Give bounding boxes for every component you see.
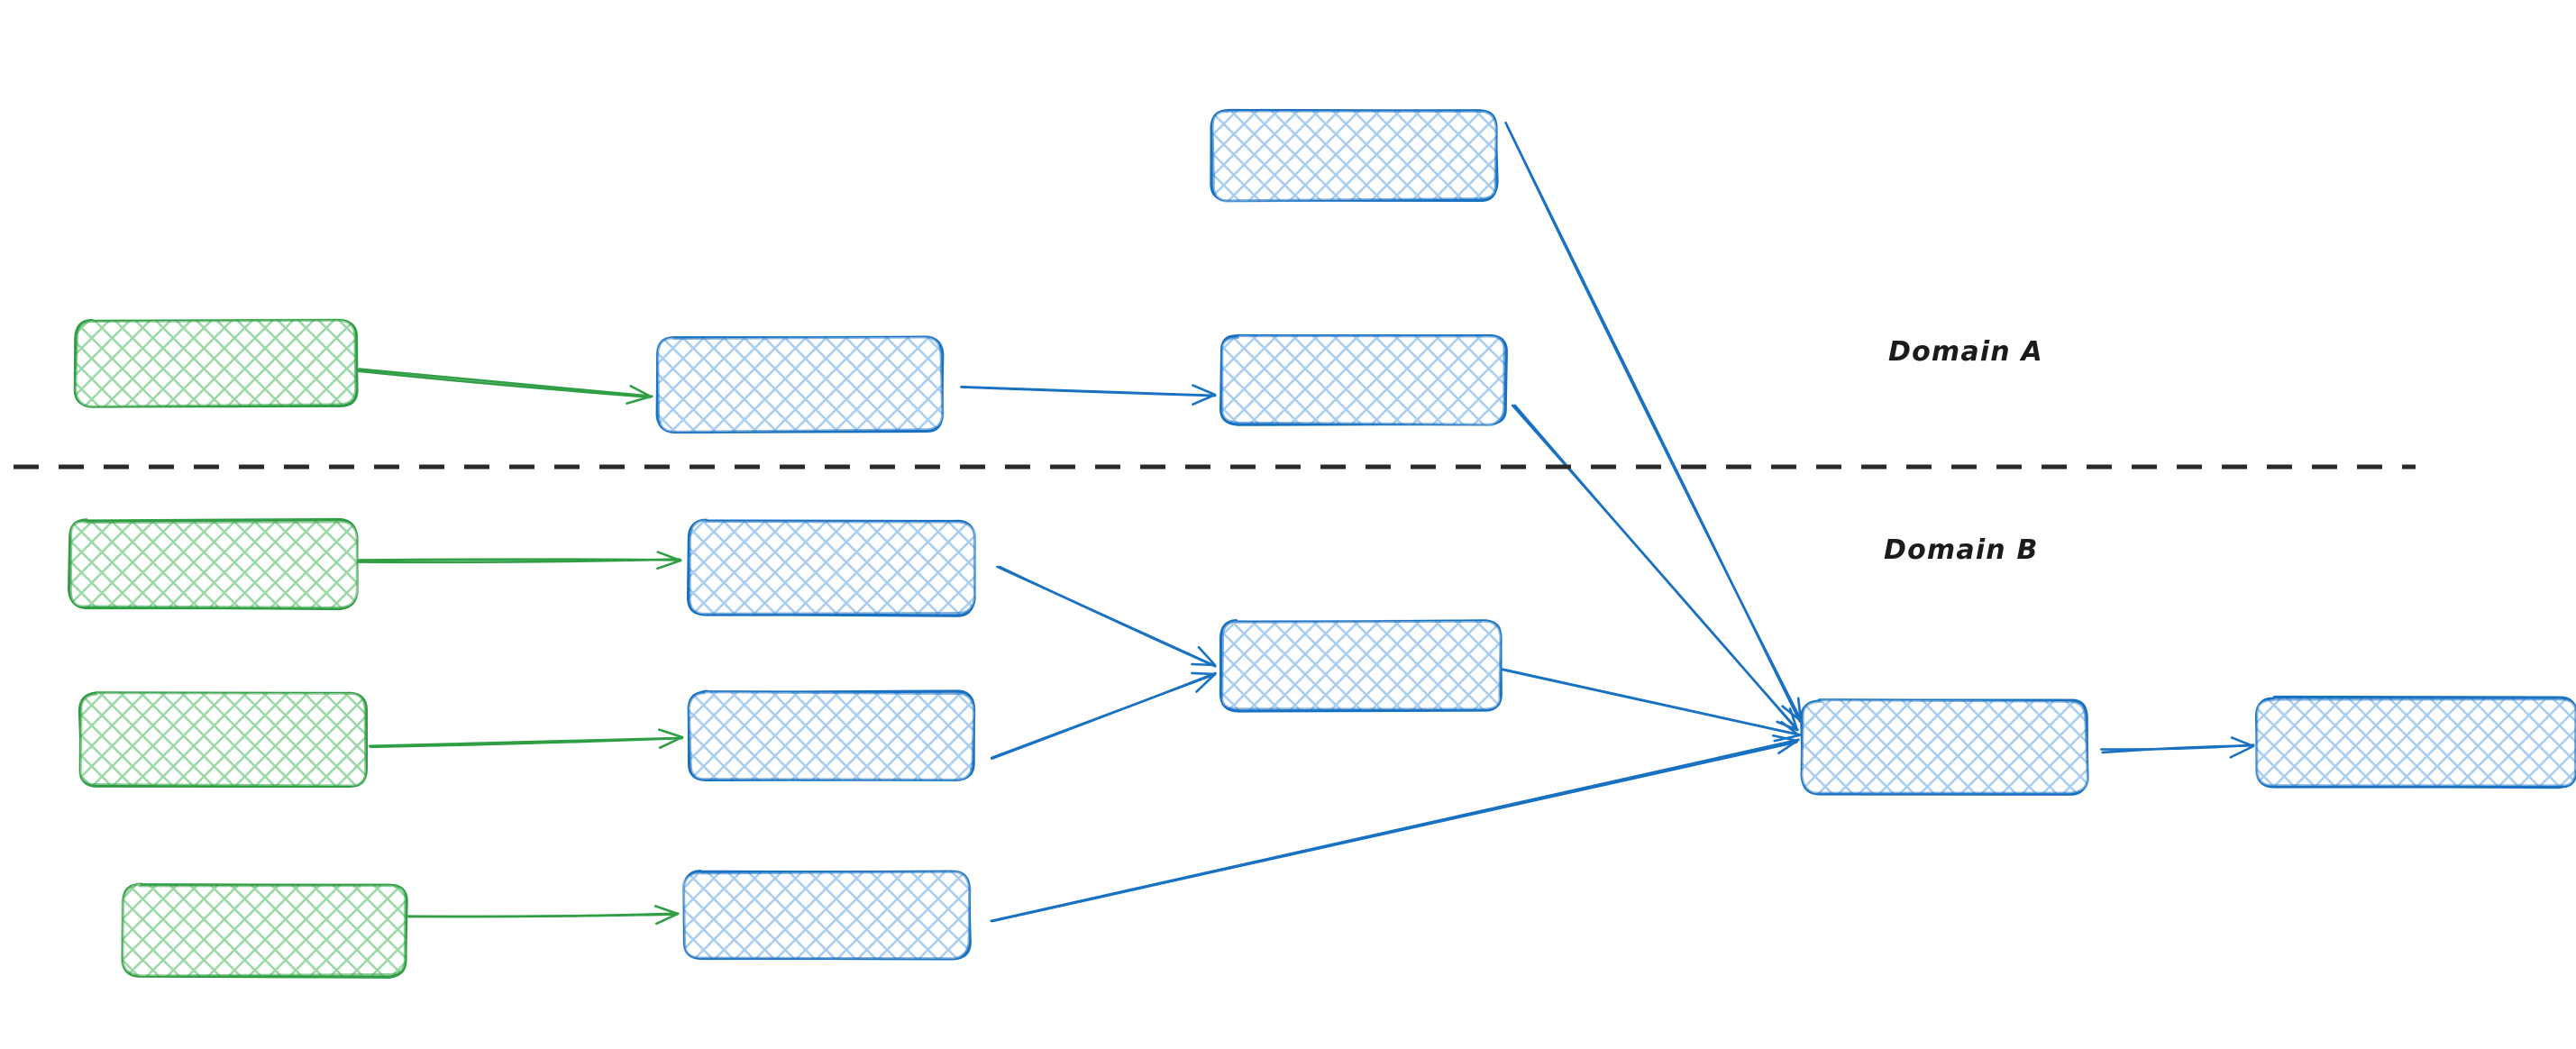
edge-stroke [1511,404,1798,732]
node-outline [2255,698,2576,788]
node-outline [78,690,368,788]
domain-b-process-node-3[interactable] [681,870,972,961]
domain-b-label: Domain B [1884,534,2039,566]
domain-a-source-node[interactable] [73,318,359,408]
edge-stroke [1504,121,1803,722]
edge-stroke [356,558,681,564]
edge-a-top-to-b-sink[interactable] [1504,121,1803,723]
domain-b-process-node-2[interactable] [687,689,976,782]
node-outline [1219,619,1503,711]
node-outline [681,870,972,961]
edge-arrowhead [626,385,653,405]
edge-b-merge-to-b-sink[interactable] [1501,668,1802,743]
edge-arrowhead [2229,736,2255,759]
edge-b-proc3-to-b-sink[interactable] [990,734,1800,923]
edges-layer [356,121,2255,926]
edge-stroke [357,369,652,399]
nodes-layer [67,108,2576,979]
node-outline [655,335,945,434]
edge-b-sink-to-b-out[interactable] [2100,736,2255,759]
edge-stroke [960,385,1216,397]
node-outline [1210,109,1498,203]
domain-a-process-node-1[interactable] [655,335,945,434]
edge-arrowhead [1773,720,1801,743]
edge-stroke [407,913,679,918]
edge-stroke [998,565,1217,668]
edge-arrowhead [1191,645,1217,667]
domain-b-aggregate-node[interactable] [1800,698,2089,796]
node-outline [1800,698,2089,795]
edge-stroke [358,368,653,398]
domain-b-source-node-2[interactable] [78,690,369,789]
domain-b-source-node-3[interactable] [121,882,408,979]
domain-a-top-node[interactable] [1210,108,1499,203]
domain-a-label: Domain A [1888,336,2043,368]
domain-b-merge-node[interactable] [1219,619,1503,713]
node-outline [687,689,976,782]
edge-arrowhead [1191,671,1217,693]
edge-a-src1-to-a-proc1[interactable] [357,368,653,405]
edge-arrowhead [656,551,682,570]
edge-a-proc1-to-a-proc2[interactable] [960,384,1217,406]
domain-b-source-node-1[interactable] [67,517,360,611]
edge-b-src2-to-b-proc2[interactable] [368,728,684,750]
edge-b-proc1-to-b-merge[interactable] [996,565,1217,668]
domain-a-process-node-2[interactable] [1219,333,1508,426]
edge-stroke [2100,743,2255,751]
domain-b-process-node-1[interactable] [686,518,977,617]
edge-arrowhead [653,905,680,926]
edge-arrowhead [1192,384,1217,406]
edge-stroke [991,741,1798,923]
edge-arrowhead [658,728,684,750]
edge-stroke [991,671,1217,761]
edge-stroke [1502,668,1802,736]
domain-b-output-node[interactable] [2254,695,2576,789]
edge-arrowhead [1772,734,1799,755]
node-outline [688,518,977,616]
edge-stroke [368,736,682,748]
node-outline [69,520,360,610]
edge-b-src3-to-b-proc3[interactable] [407,905,680,926]
edge-b-src1-to-b-proc1[interactable] [356,551,682,570]
node-outline [1219,333,1506,426]
node-outline [73,318,358,408]
edge-b-proc2-to-b-merge[interactable] [991,671,1217,761]
node-outline [121,882,407,978]
